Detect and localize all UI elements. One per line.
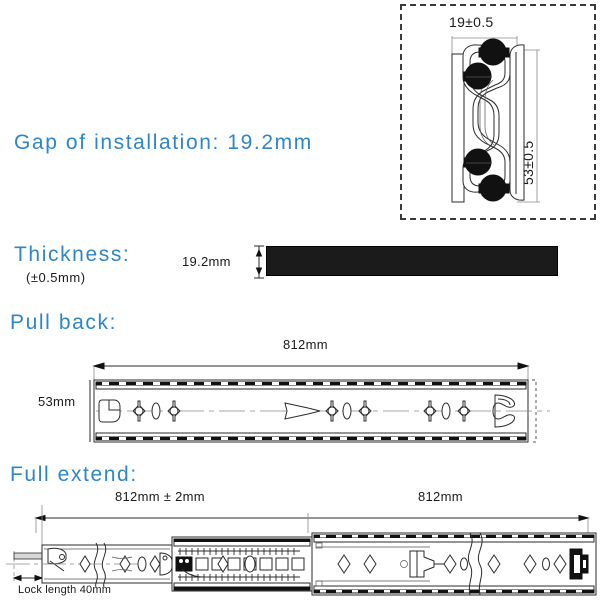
gap-of-installation-heading: Gap of installation: 19.2mm [14,131,313,154]
lock-length-label: Lock length 40mm [18,584,112,596]
thickness-tolerance: (±0.5mm) [26,270,86,285]
thickness-value-label: 19.2mm [182,254,231,269]
full-extend-left-length-label: 812mm ± 2mm [115,489,205,504]
cross-section-width-label: 19±0.5 [449,14,494,32]
full-extend-right-length-label: 812mm [418,489,463,504]
pull-back-heading: Pull back: [10,311,118,334]
full-extend-drawing [6,505,597,596]
thickness-dimension-arrow [254,245,264,279]
cross-section-width-value: 19±0.5 [449,14,494,30]
full-extend-heading: Full extend: [10,463,138,486]
pull-back-drawing [89,362,550,443]
thickness-bar [266,246,558,276]
pull-back-length-label: 812mm [283,337,328,352]
pull-back-height-label: 53mm [38,394,76,409]
cross-section-drawing [451,36,540,203]
thickness-heading: Thickness: [14,243,131,266]
